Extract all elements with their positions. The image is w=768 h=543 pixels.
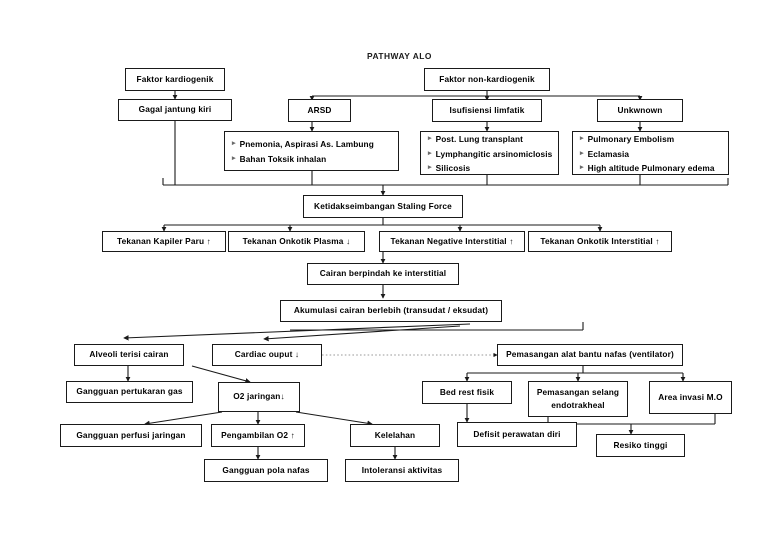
list-item: ▸Silicosis — [428, 163, 471, 174]
node-tekanan-kapiler-paru[interactable]: Tekanan Kapiler Paru ↑ — [102, 231, 226, 252]
node-gangguan-perfusi-jaringan[interactable]: Gangguan perfusi jaringan — [60, 424, 202, 447]
bullet-triangle-icon: ▸ — [428, 164, 432, 172]
node-intoleransi-aktivitas[interactable]: Intoleransi aktivitas — [345, 459, 459, 482]
bullet-triangle-icon: ▸ — [580, 164, 584, 172]
list-item: ▸Pnemonia, Aspirasi As. Lambung — [232, 139, 374, 150]
list-item: ▸Lymphangitic arsinomiclosis — [428, 148, 553, 159]
list-arsd-causes: ▸Pnemonia, Aspirasi As. Lambung ▸Bahan T… — [224, 131, 399, 171]
node-gangguan-pola-nafas[interactable]: Gangguan pola nafas — [204, 459, 328, 482]
node-ketidakseimbangan-staling-force[interactable]: Ketidakseimbangan Staling Force — [303, 195, 463, 218]
node-faktor-kardiogenik[interactable]: Faktor kardiogenik — [125, 68, 225, 91]
node-defisit-perawatan-diri[interactable]: Defisit perawatan diri — [457, 422, 577, 447]
list-item: ▸Post. Lung transplant — [428, 133, 523, 144]
node-faktor-non-kardiogenik[interactable]: Faktor non-kardiogenik — [424, 68, 550, 91]
node-tekanan-onkotik-interstitial[interactable]: Tekanan Onkotik Interstitial ↑ — [528, 231, 672, 252]
node-bed-rest-fisik[interactable]: Bed rest fisik — [422, 381, 512, 404]
bullet-triangle-icon: ▸ — [232, 154, 236, 162]
node-gangguan-pertukaran-gas[interactable]: Gangguan pertukaran gas — [66, 381, 193, 403]
bullet-triangle-icon: ▸ — [580, 149, 584, 157]
node-cairan-berpindah-ke-interstitial[interactable]: Cairan berpindah ke interstitial — [307, 263, 459, 285]
bullet-triangle-icon: ▸ — [428, 134, 432, 142]
node-akumulasi-cairan-berlebih[interactable]: Akumulasi cairan berlebih (transudat / e… — [280, 300, 502, 322]
node-unkwnown[interactable]: Unkwnown — [597, 99, 683, 122]
node-line-2: endotrakheal — [551, 400, 605, 410]
list-item: ▸Eclamasia — [580, 148, 630, 159]
list-item: ▸High altitude Pulmonary edema — [580, 163, 715, 174]
node-alveoli-terisi-cairan[interactable]: Alveoli terisi cairan — [74, 344, 184, 366]
node-tekanan-negative-interstitial[interactable]: Tekanan Negative Interstitial ↑ — [379, 231, 525, 252]
node-resiko-tinggi[interactable]: Resiko tinggi — [596, 434, 685, 457]
bullet-triangle-icon: ▸ — [580, 134, 584, 142]
node-cardiac-ouput[interactable]: Cardiac ouput ↓ — [212, 344, 322, 366]
list-item: ▸Pulmonary Embolism — [580, 133, 675, 144]
node-pengambilan-o2[interactable]: Pengambilan O2 ↑ — [211, 424, 305, 447]
node-gagal-jantung-kiri[interactable]: Gagal jantung kiri — [118, 99, 232, 121]
node-pemasangan-selang-endotrakheal[interactable]: Pemasangan selang endotrakheal — [528, 381, 628, 417]
node-arsd[interactable]: ARSD — [288, 99, 351, 122]
node-kelelahan[interactable]: Kelelahan — [350, 424, 440, 447]
list-limfatik-causes: ▸Post. Lung transplant ▸Lymphangitic ars… — [420, 131, 559, 175]
node-o2-jaringan[interactable]: O2 jaringan↓ — [218, 382, 300, 412]
node-line-1: Pemasangan selang — [536, 386, 620, 397]
list-item: ▸Bahan Toksik inhalan — [232, 153, 327, 164]
list-unknown-causes: ▸Pulmonary Embolism ▸Eclamasia ▸High alt… — [572, 131, 729, 175]
diagram-title: PATHWAY ALO — [367, 51, 432, 61]
bullet-triangle-icon: ▸ — [428, 149, 432, 157]
bullet-triangle-icon: ▸ — [232, 140, 236, 148]
node-isufisiensi-limfatik[interactable]: Isufisiensi limfatik — [432, 99, 542, 122]
node-area-invasi-mo[interactable]: Area invasi M.O — [649, 381, 732, 414]
node-tekanan-onkotik-plasma[interactable]: Tekanan Onkotik Plasma ↓ — [228, 231, 365, 252]
node-pemasangan-alat-bantu-nafas[interactable]: Pemasangan alat bantu nafas (ventilator) — [497, 344, 683, 366]
